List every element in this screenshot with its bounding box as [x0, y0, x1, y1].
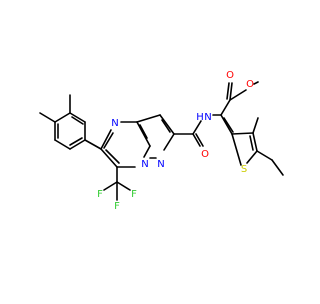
cf3-bonds — [103, 166, 131, 201]
atom-o-amide: O — [201, 149, 209, 160]
bonds — [39, 81, 284, 201]
methyl-bonds — [39, 94, 71, 123]
atom-n-pyrimidine: N — [111, 118, 118, 129]
atom-h-amide: H — [196, 112, 204, 123]
aryl-pyrimidine-bond — [84, 139, 102, 150]
atom-f-right: F — [131, 189, 137, 200]
pyrazole-ring-bonds — [136, 114, 175, 159]
thiophene-s-bond-left — [231, 133, 242, 166]
dimethylphenyl-ring-bonds — [54, 112, 86, 150]
ethyl-bonds — [256, 150, 284, 176]
thiophene-s-bond-right — [246, 150, 258, 164]
atom-o-ester-ether: O — [246, 79, 254, 90]
atom-f-top: F — [114, 201, 120, 212]
atom-n-pyrazole: N — [157, 159, 164, 170]
pyrimidine-ring-bonds — [100, 121, 151, 168]
background — [0, 0, 300, 300]
atom-n-bridge: N — [141, 159, 148, 170]
atom-labels: N N N N H O O O S F F F — [97, 70, 254, 212]
molecule-canvas: N N N N H O O O S F F F — [0, 0, 300, 300]
atom-n-amide: N — [204, 112, 211, 123]
thiophene-ring-bonds — [220, 99, 259, 152]
ester-bonds — [226, 81, 259, 101]
amide-bonds — [173, 114, 222, 147]
atom-s-thiophene: S — [241, 164, 247, 175]
molecule-structure: N N N N H O O O S F F F — [0, 0, 300, 300]
atom-o-ester-carbonyl: O — [226, 70, 234, 81]
atom-f-left: F — [97, 189, 103, 200]
